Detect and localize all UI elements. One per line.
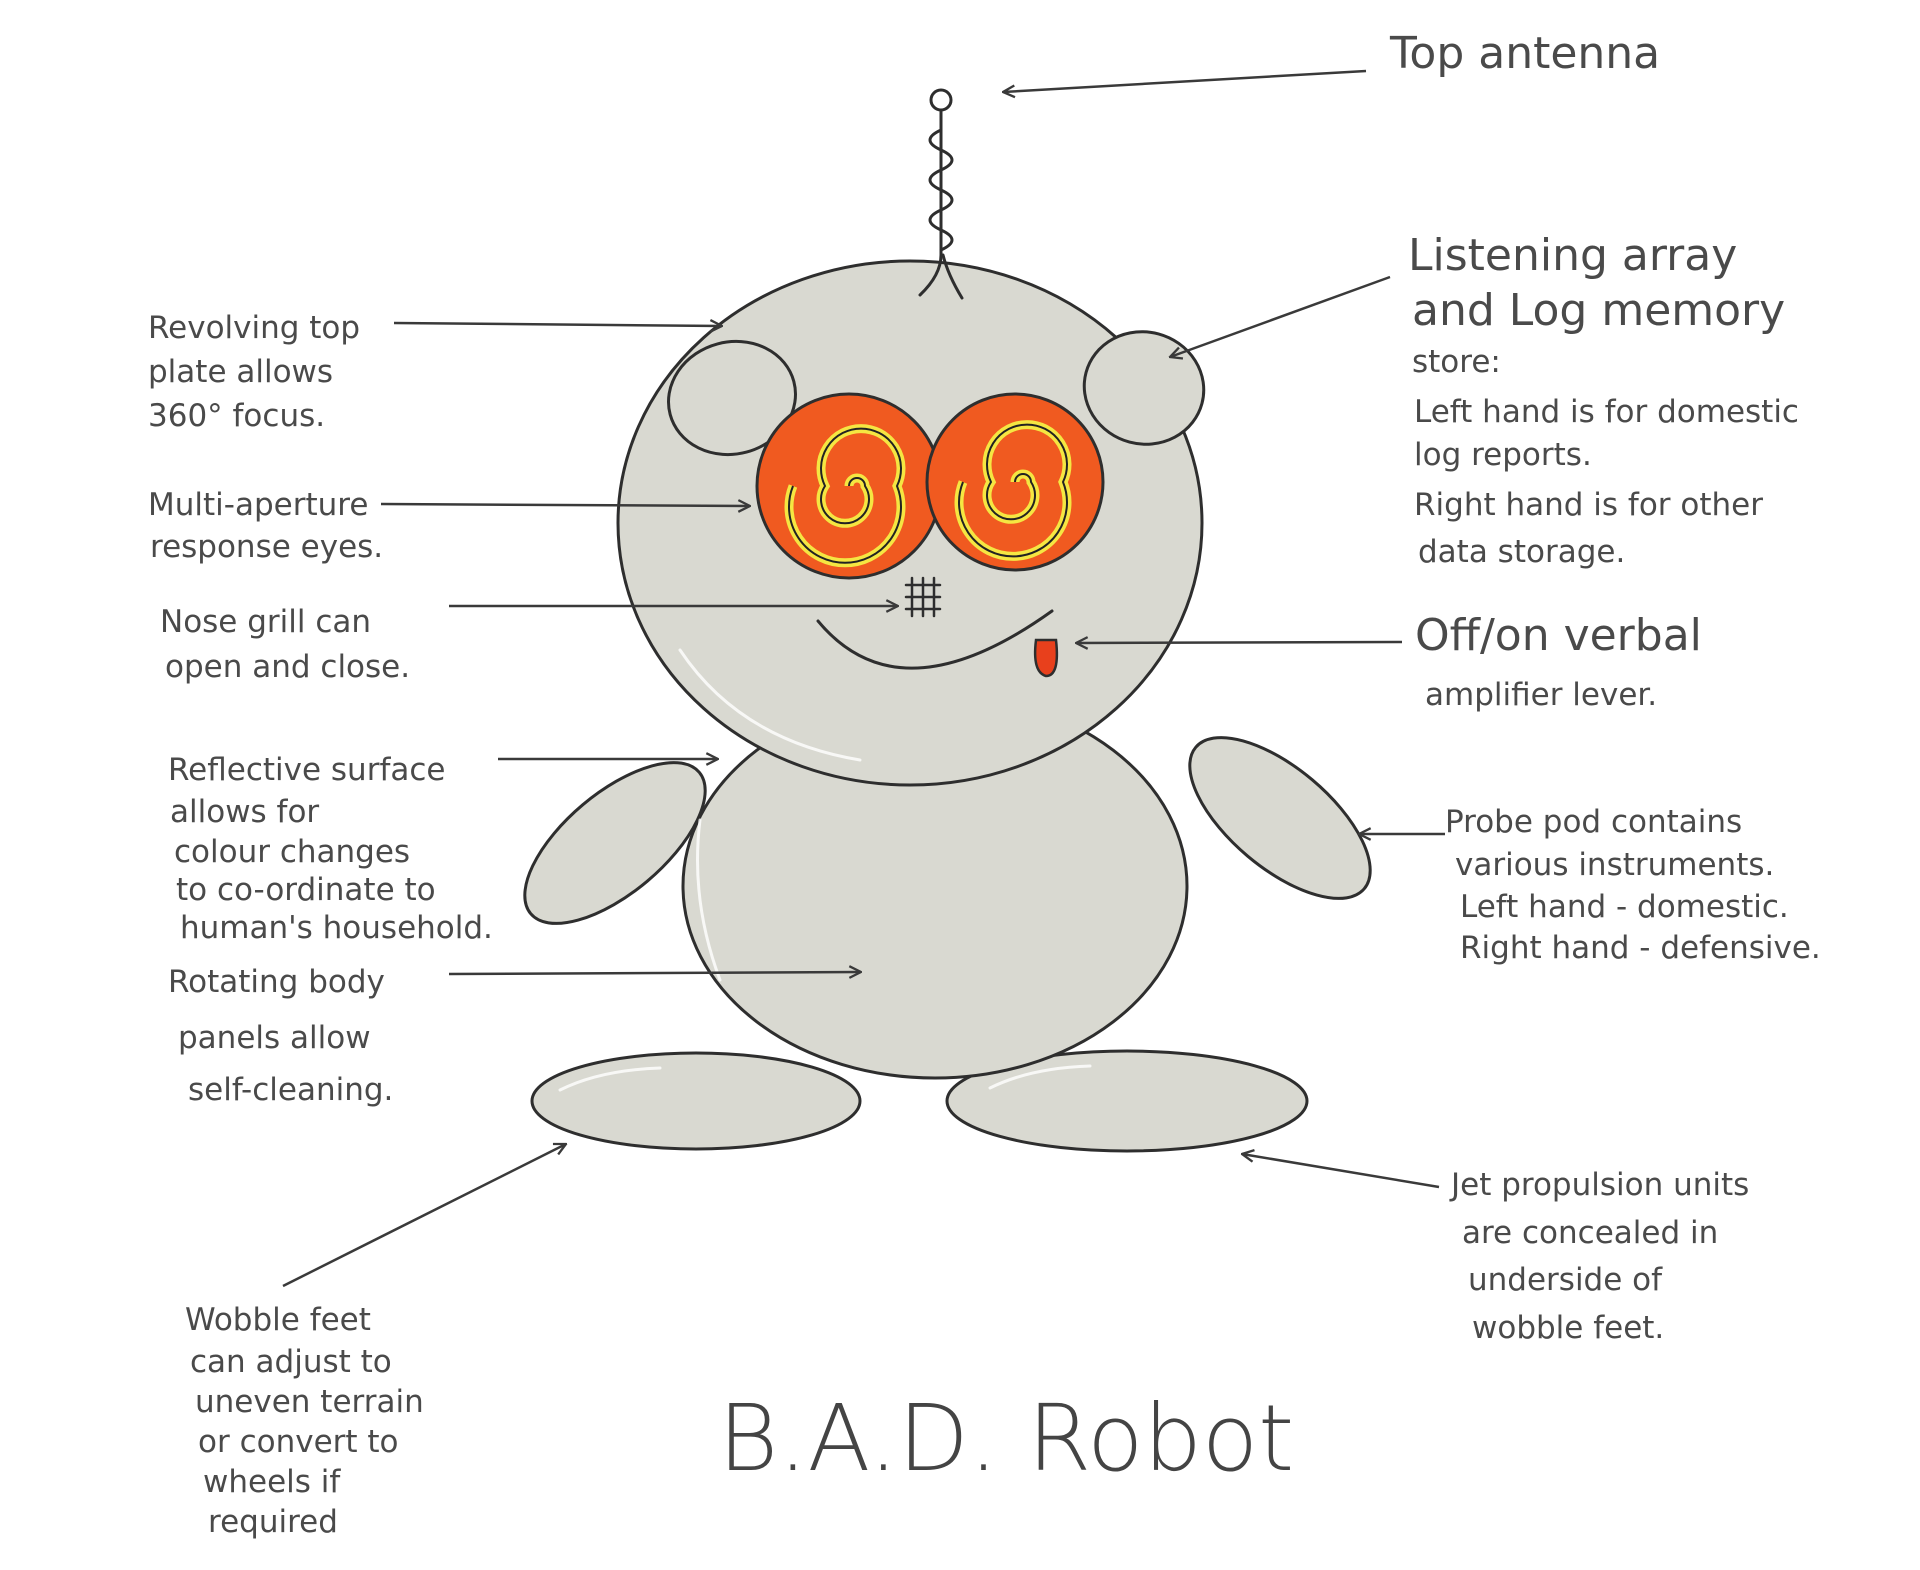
svg-text:plate allows: plate allows (148, 354, 333, 390)
label-nose: Nose grill can open and close. (160, 604, 410, 685)
svg-text:open and close.: open and close. (165, 649, 410, 685)
left-probe-pod (523, 761, 707, 925)
svg-text:amplifier lever.: amplifier lever. (1425, 677, 1657, 713)
left-wobble-foot (530, 1051, 862, 1151)
label-rotating: Rotating body panels allow self-cleaning… (168, 964, 393, 1108)
diagram-title: B.A.D. Robot (718, 1385, 1294, 1492)
label-reflective: Reflective surface allows for colour cha… (168, 752, 493, 946)
svg-text:wobble feet.: wobble feet. (1472, 1310, 1664, 1346)
label-probe: Probe pod contains various instruments. … (1445, 804, 1821, 966)
arrow-listening (1170, 275, 1391, 357)
svg-text:Jet propulsion units: Jet propulsion units (1449, 1167, 1749, 1203)
arrow-top-antenna (1003, 69, 1367, 92)
right-eye-icon (925, 392, 1105, 572)
svg-text:Nose grill can: Nose grill can (160, 604, 371, 640)
svg-text:required: required (208, 1504, 338, 1540)
svg-text:underside of: underside of (1468, 1262, 1663, 1298)
nose-grill-icon (904, 576, 942, 618)
svg-text:uneven terrain: uneven terrain (195, 1384, 424, 1420)
svg-text:colour changes: colour changes (174, 834, 410, 870)
svg-text:various instruments.: various instruments. (1455, 847, 1774, 883)
svg-text:Wobble feet: Wobble feet (185, 1302, 371, 1338)
svg-text:Left hand is for domestic: Left hand is for domestic (1414, 394, 1799, 430)
left-eye-icon (755, 392, 943, 580)
svg-text:Rotating body: Rotating body (168, 964, 385, 1000)
right-wobble-foot (945, 1049, 1309, 1153)
label-listening: Listening array and Log memory store: Le… (1408, 230, 1799, 570)
label-eyes: Multi-aperture response eyes. (148, 487, 383, 565)
svg-text:or convert to: or convert to (198, 1424, 399, 1460)
svg-text:wheels if: wheels if (203, 1464, 341, 1500)
arrow-eyes (380, 504, 750, 506)
svg-text:panels allow: panels allow (178, 1020, 371, 1056)
svg-text:human's household.: human's household. (180, 910, 493, 946)
svg-text:are concealed in: are concealed in (1462, 1215, 1718, 1251)
arrow-revolving-top (393, 323, 722, 326)
svg-text:360° focus.: 360° focus. (148, 398, 325, 434)
label-wobble: Wobble feet can adjust to uneven terrain… (185, 1302, 424, 1540)
tongue-lever-icon (1033, 638, 1059, 678)
svg-text:Reflective surface: Reflective surface (168, 752, 445, 788)
mouth (816, 609, 1054, 670)
label-verbal: Off/on verbal amplifier lever. (1415, 610, 1702, 713)
label-revolving-top: Revolving top plate allows 360° focus. (148, 310, 360, 434)
svg-text:Revolving top: Revolving top (148, 310, 360, 346)
arrow-rotating (448, 972, 861, 974)
svg-text:Right hand - defensive.: Right hand - defensive. (1460, 930, 1821, 966)
svg-text:Off/on verbal: Off/on verbal (1415, 610, 1702, 661)
svg-text:store:: store: (1412, 344, 1501, 380)
right-ear-listening-array (1082, 330, 1206, 446)
svg-text:Probe pod contains: Probe pod contains (1445, 804, 1742, 840)
svg-text:can adjust to: can adjust to (190, 1344, 392, 1380)
right-probe-pod (1188, 736, 1372, 900)
svg-text:response eyes.: response eyes. (150, 529, 383, 565)
svg-text:Right hand is for other: Right hand is for other (1414, 487, 1763, 523)
svg-text:and Log memory: and Log memory (1412, 285, 1785, 336)
svg-text:log reports.: log reports. (1414, 437, 1592, 473)
antenna-icon (918, 88, 964, 300)
label-jet: Jet propulsion units are concealed in un… (1449, 1167, 1749, 1346)
svg-text:Left hand - domestic.: Left hand - domestic. (1460, 889, 1789, 925)
arrow-jet (1242, 1154, 1440, 1189)
label-top-antenna: Top antenna (1389, 28, 1660, 79)
arrow-verbal (1076, 642, 1403, 643)
svg-text:Listening array: Listening array (1408, 230, 1737, 281)
svg-text:data storage.: data storage. (1418, 534, 1625, 570)
svg-text:to co-ordinate to: to co-ordinate to (176, 872, 436, 908)
svg-text:Multi-aperture: Multi-aperture (148, 487, 368, 523)
arrow-wobble (282, 1144, 566, 1288)
svg-text:allows for: allows for (170, 794, 319, 830)
svg-text:self-cleaning.: self-cleaning. (188, 1072, 393, 1108)
left-ear-listening-array (667, 339, 797, 457)
